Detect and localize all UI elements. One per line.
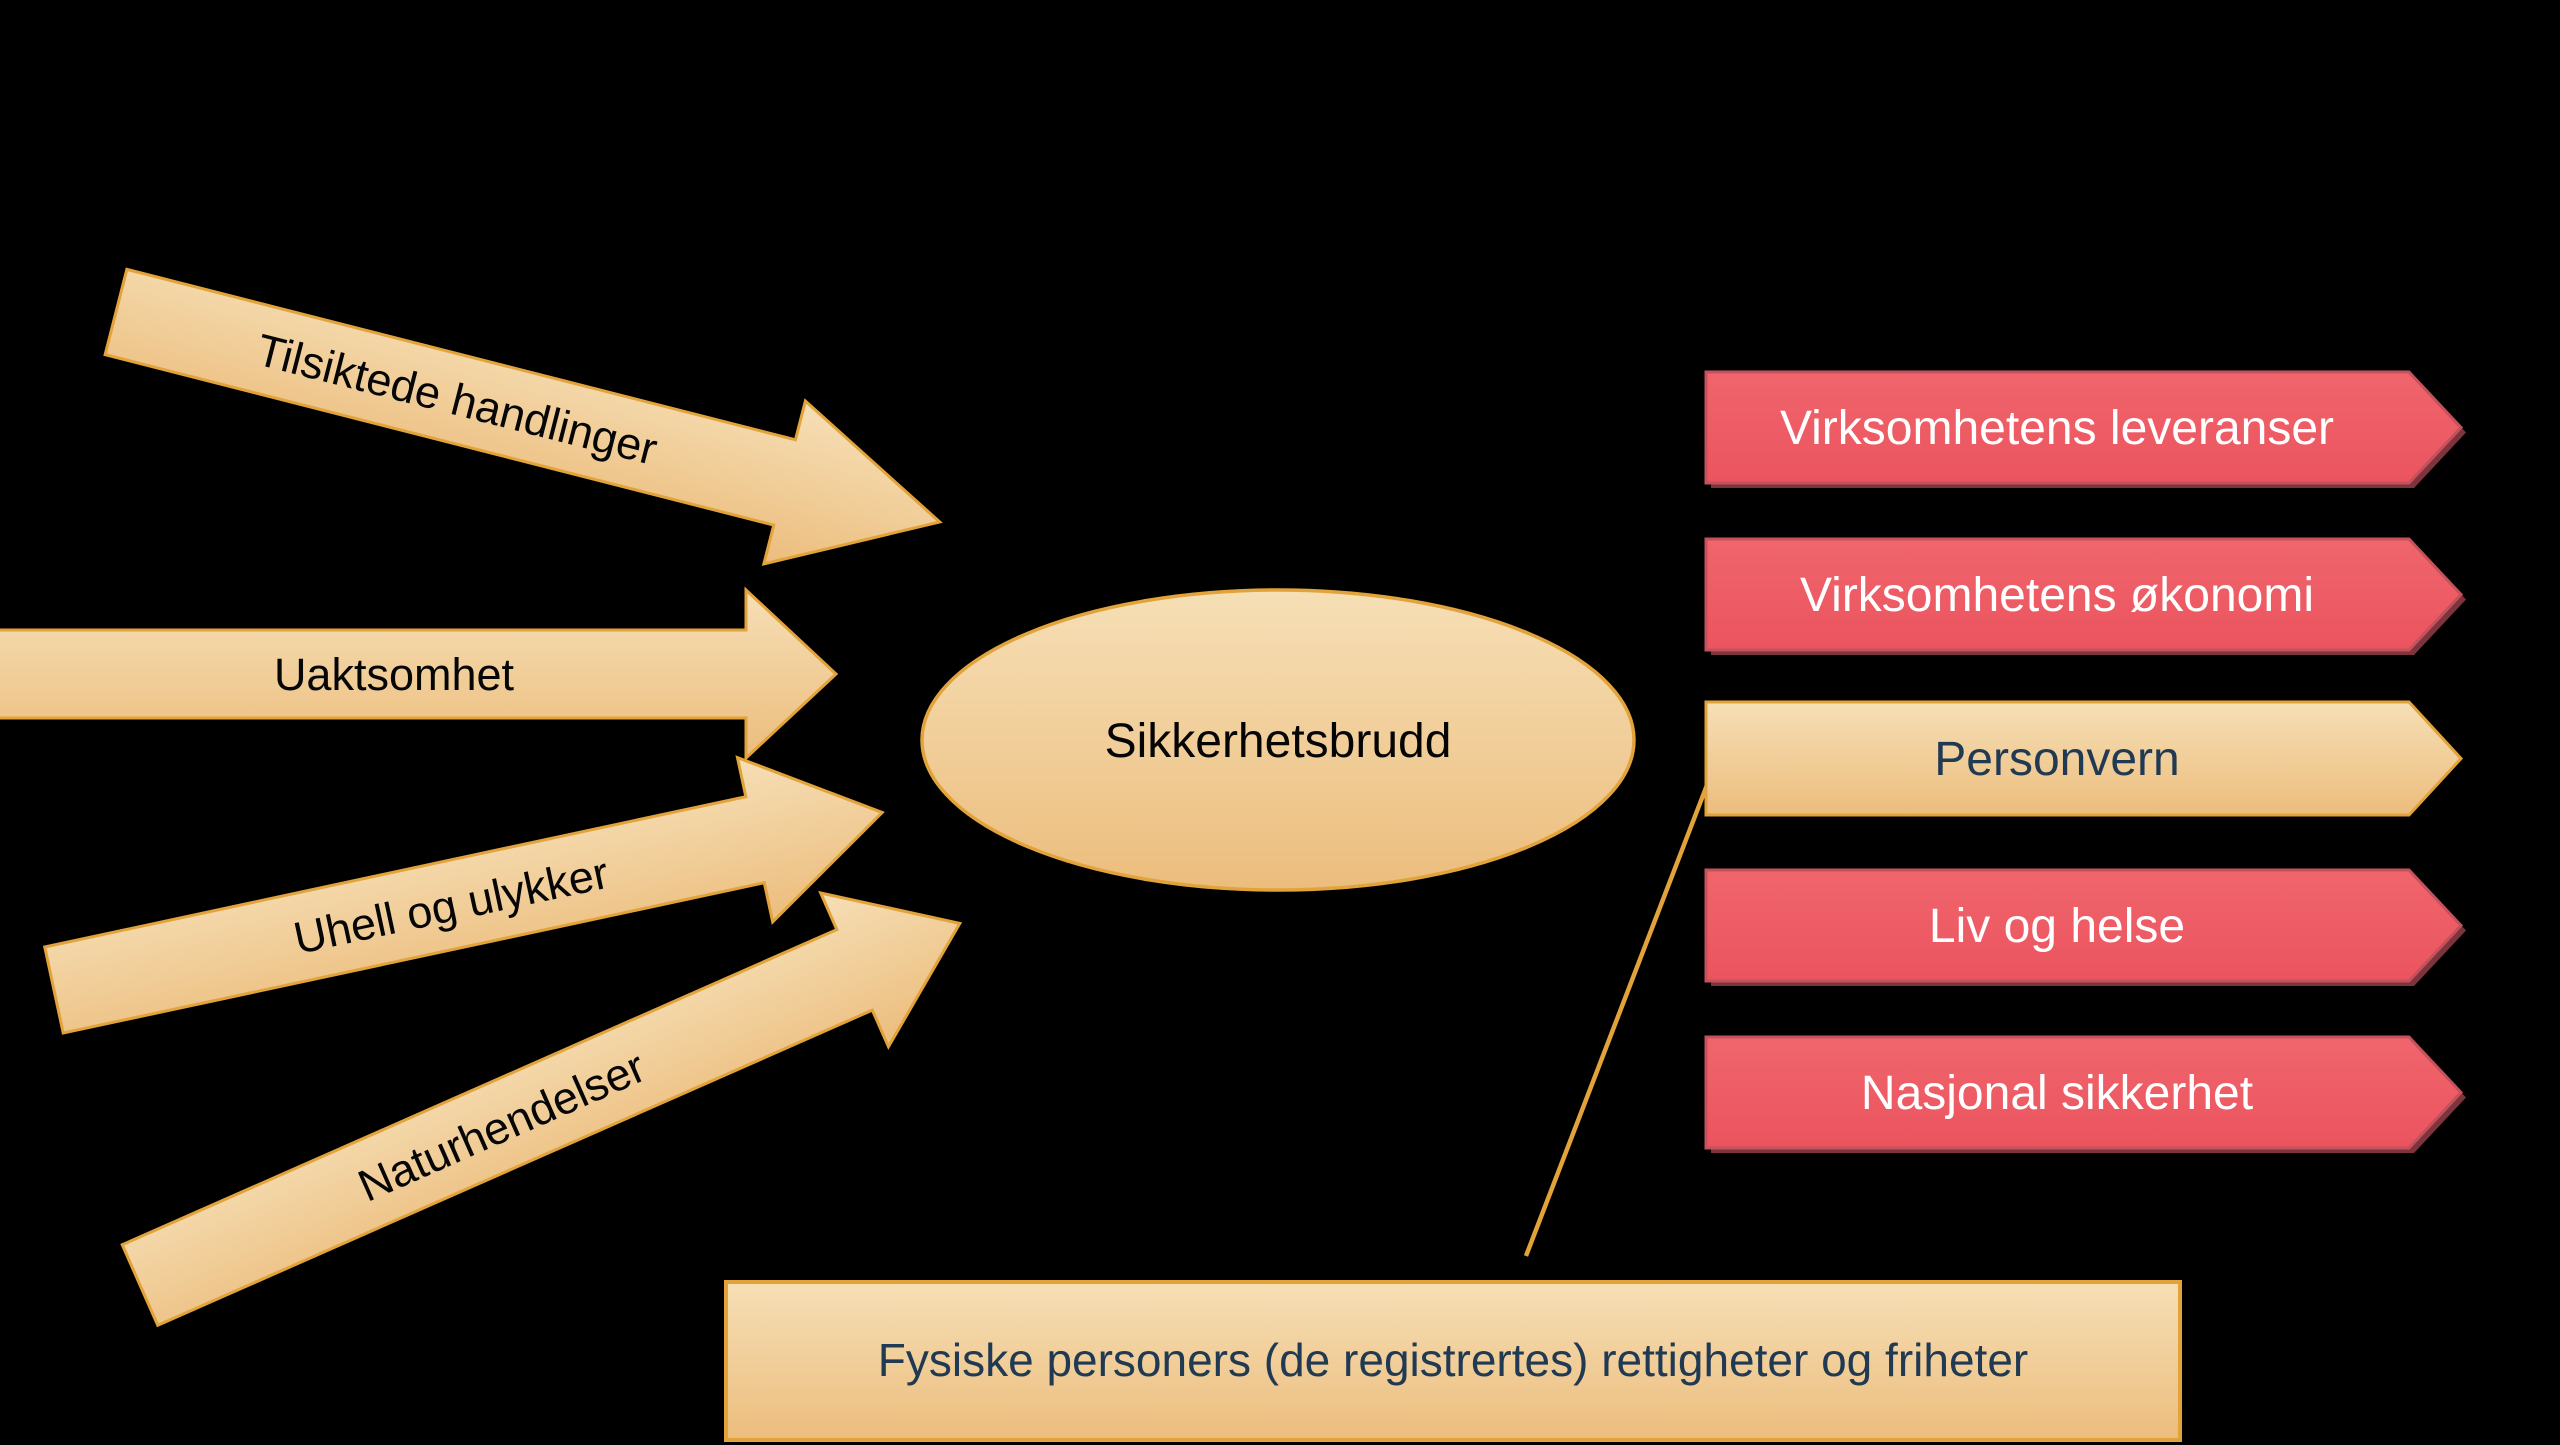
impact-banner-liv-og-helse: Liv og helse [1704, 868, 2466, 986]
cause-arrow-uhell-og-ulykker: Uhell og ulykker [42, 755, 885, 1035]
block-arrow-shape [0, 586, 839, 762]
note-box: Fysiske personers (de registrertes) rett… [724, 1280, 2182, 1442]
impact-banner-nasjonal-sikkerhet: Nasjonal sikkerhet [1704, 1035, 2466, 1153]
central-event-node: Sikkerhetsbrudd [920, 588, 1636, 892]
block-arrow-shape [103, 267, 943, 566]
banner-shape [1704, 700, 2464, 817]
banner-shape [1704, 868, 2464, 983]
block-arrow-shape [120, 890, 963, 1328]
central-event-label: Sikkerhetsbrudd [1105, 715, 1452, 768]
note-box-shape [724, 1280, 2182, 1442]
impact-banner-virksomhetens-okonomi: Virksomhetens økonomi [1704, 537, 2466, 655]
cause-arrow-label: Uaktsomhet [274, 649, 515, 700]
impact-banner-label: Nasjonal sikkerhet [1861, 1067, 2253, 1120]
personvern-connector-line [1523, 771, 1715, 1257]
impact-banner-label: Personvern [1934, 733, 2179, 786]
impact-banner-label: Virksomhetens leveranser [1780, 402, 2334, 455]
banner-shape [1704, 537, 2464, 652]
banner-shape [1704, 370, 2464, 485]
impact-banner-label: Liv og helse [1929, 900, 2185, 953]
ellipse-shape [920, 588, 1636, 892]
impact-banner-personvern: Personvern [1704, 700, 2464, 817]
cause-arrow-uaktsomhet: Uaktsomhet [0, 586, 839, 762]
note-box-label: Fysiske personers (de registrertes) rett… [878, 1334, 2028, 1386]
impact-banner-virksomhetens-leveranser: Virksomhetens leveranser [1704, 370, 2466, 488]
banner-shape [1704, 1035, 2464, 1150]
impact-banner-label: Virksomhetens økonomi [1800, 569, 2314, 622]
block-arrow-shape [42, 755, 885, 1035]
